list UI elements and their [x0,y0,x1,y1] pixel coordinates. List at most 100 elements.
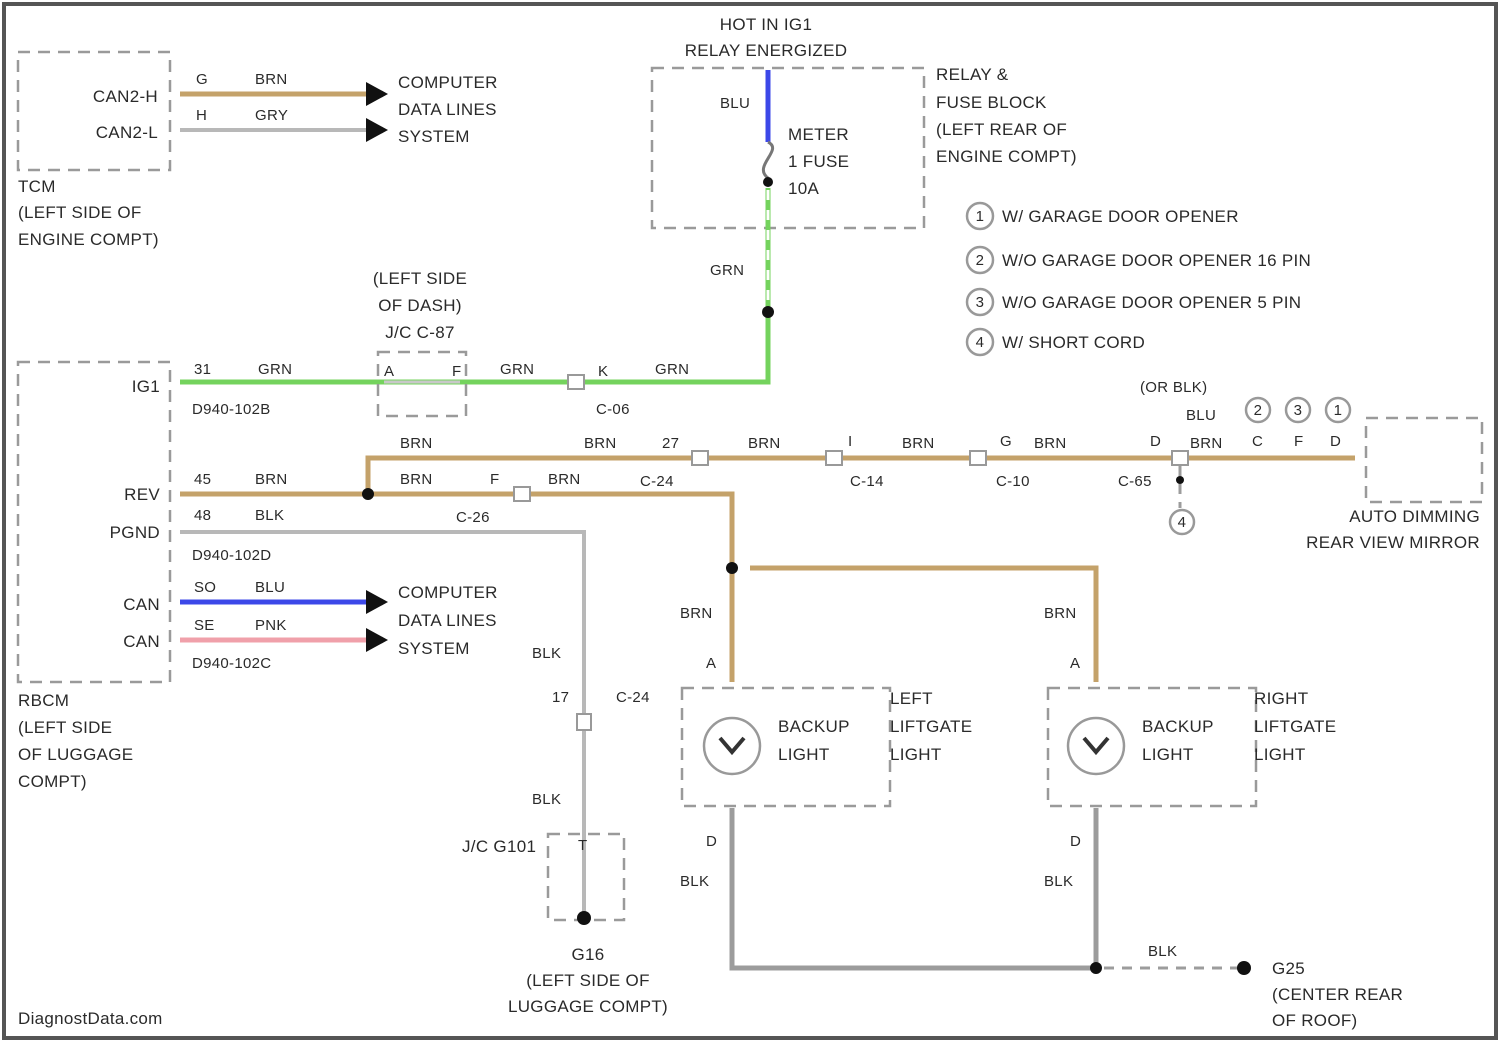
right-bulb-icon [1068,718,1124,774]
c26-pin: F [490,471,499,488]
tcm-pin-h: H [196,107,207,124]
rbcm-conn-1: D940-102B [192,401,271,418]
connector-c10 [970,451,986,465]
ground-right-loc-2: OF ROOF) [1272,1011,1358,1030]
c26-label: C-26 [456,509,490,526]
left-light-pin-a: A [706,655,716,672]
left-light-title-2: LIFTGATE [890,717,972,736]
rev-wire-brn-6: BRN [748,435,781,452]
mirror-num-1: 2 [1254,402,1263,419]
c24-label: C-24 [640,473,674,490]
lights-ground-wire [732,808,1096,968]
mirror-ground-num: 4 [1178,514,1187,531]
mirror-or-blk: (OR BLK) [1140,379,1207,396]
tcm-location-2: ENGINE COMPT) [18,230,159,249]
connector-c14 [826,451,842,465]
rbcm-pin-ig1: 31 [194,361,211,378]
jc-c87-label-3: J/C C-87 [385,323,454,342]
rev-wire-brn-4: BRN [584,435,617,452]
relay-hot-2: RELAY ENERGIZED [685,41,848,60]
mirror-pin-c: C [1252,433,1263,450]
rbcm-conn-3: D940-102C [192,655,271,672]
ig1-wire-grn-1: GRN [258,361,292,378]
pgnd-wire-blk: BLK [255,507,284,524]
left-light-pin-d: D [706,833,717,850]
right-light-label-2: LIGHT [1142,745,1194,764]
rbcm-location-3: COMPT) [18,772,87,791]
data-lines-2-line2: DATA LINES [398,611,497,630]
legend-num-1: 1 [976,208,985,225]
right-light-brn-wire [750,568,1096,682]
mirror-box [1366,418,1482,502]
ground-left-loc-1: (LEFT SIDE OF [526,971,650,990]
rbcm-title: RBCM [18,691,69,710]
fuse-number: 1 FUSE [788,152,849,171]
connector-c24 [692,451,708,465]
legend-num-3: 3 [976,294,985,311]
connector-17 [577,714,591,730]
rev-wire-brn-8: BRN [1034,435,1067,452]
ig1-grn-wire [180,188,768,382]
relay-wire-grn: GRN [710,262,744,279]
legend-text-3: W/O GARAGE DOOR OPENER 5 PIN [1002,293,1301,312]
relay-title-4: ENGINE COMPT) [936,147,1077,166]
ground-g25-icon [1237,961,1251,975]
rbcm-pin-can2: SE [194,617,215,634]
mirror-title-2: REAR VIEW MIRROR [1306,533,1480,552]
right-light-label-1: BACKUP [1142,717,1214,736]
ig1-wire-grn-2: GRN [500,361,534,378]
ground-right-loc-1: (CENTER REAR [1272,985,1403,1004]
tcm-wire-gry: GRY [255,107,288,124]
pgnd-wire-blk-3: BLK [532,791,561,808]
jc-c87-pin-f: F [452,363,461,380]
connector-c65 [1172,451,1188,465]
legend-num-2: 2 [976,252,985,269]
rbcm-rev-label: REV [124,485,160,504]
rbcm-wire-pnk: PNK [255,617,287,634]
data-lines-1-line3: SYSTEM [398,127,470,146]
ground-left-pin-17: 17 [552,689,569,706]
tcm-location-1: (LEFT SIDE OF [18,203,142,222]
legend-text-4: W/ SHORT CORD [1002,333,1145,352]
fuse-terminal-dot [763,177,773,187]
relay-fuse-block-box [652,68,924,228]
rbcm-can-lo-label: CAN [123,632,160,651]
arrow-icon [366,590,388,614]
fuse-name: METER [788,125,849,144]
arrow-icon [366,82,388,106]
fuse-rating: 10A [788,179,820,198]
left-light-title-3: LIGHT [890,745,942,764]
tcm-module: CAN2-H CAN2-L TCM (LEFT SIDE OF ENGINE C… [18,52,170,249]
legend-text-2: W/O GARAGE DOOR OPENER 16 PIN [1002,251,1311,270]
left-light-wire-brn: BRN [680,605,713,622]
ig1-wire-grn-3: GRN [655,361,689,378]
relay-title-1: RELAY & [936,65,1009,84]
mirror-wire-blu: BLU [1186,407,1216,424]
rbcm-location-1: (LEFT SIDE [18,718,112,737]
ground-wire-blk: BLK [1148,943,1177,960]
legend-text-1: W/ GARAGE DOOR OPENER [1002,207,1239,226]
splice-dot [1176,476,1184,484]
c06-label: C-06 [596,401,630,418]
ground-left-id: G16 [571,945,604,964]
jc-c87-pin-a: A [384,363,394,380]
left-light-conn: C-24 [616,689,650,706]
rev-wire-brn-7: BRN [902,435,935,452]
rbcm-ig1-label: IG1 [132,377,160,396]
left-bulb-icon [704,718,760,774]
tcm-pin-g: G [196,71,208,88]
pgnd-blk-wire [180,532,584,918]
relay-hot-1: HOT IN IG1 [720,15,812,34]
arrow-icon [366,628,388,652]
ground-g16-icon [577,911,591,925]
rbcm-pin-rev: 45 [194,471,211,488]
data-lines-2-line1: COMPUTER [398,583,498,602]
rbcm-location-2: OF LUGGAGE [18,745,133,764]
c14-label: C-14 [850,473,884,490]
rbcm-conn-2: D940-102D [192,547,271,564]
connector-c06 [568,375,584,389]
relay-title-2: FUSE BLOCK [936,93,1047,112]
right-light-title-2: LIFTGATE [1254,717,1336,736]
relay-wire-blu: BLU [720,95,750,112]
